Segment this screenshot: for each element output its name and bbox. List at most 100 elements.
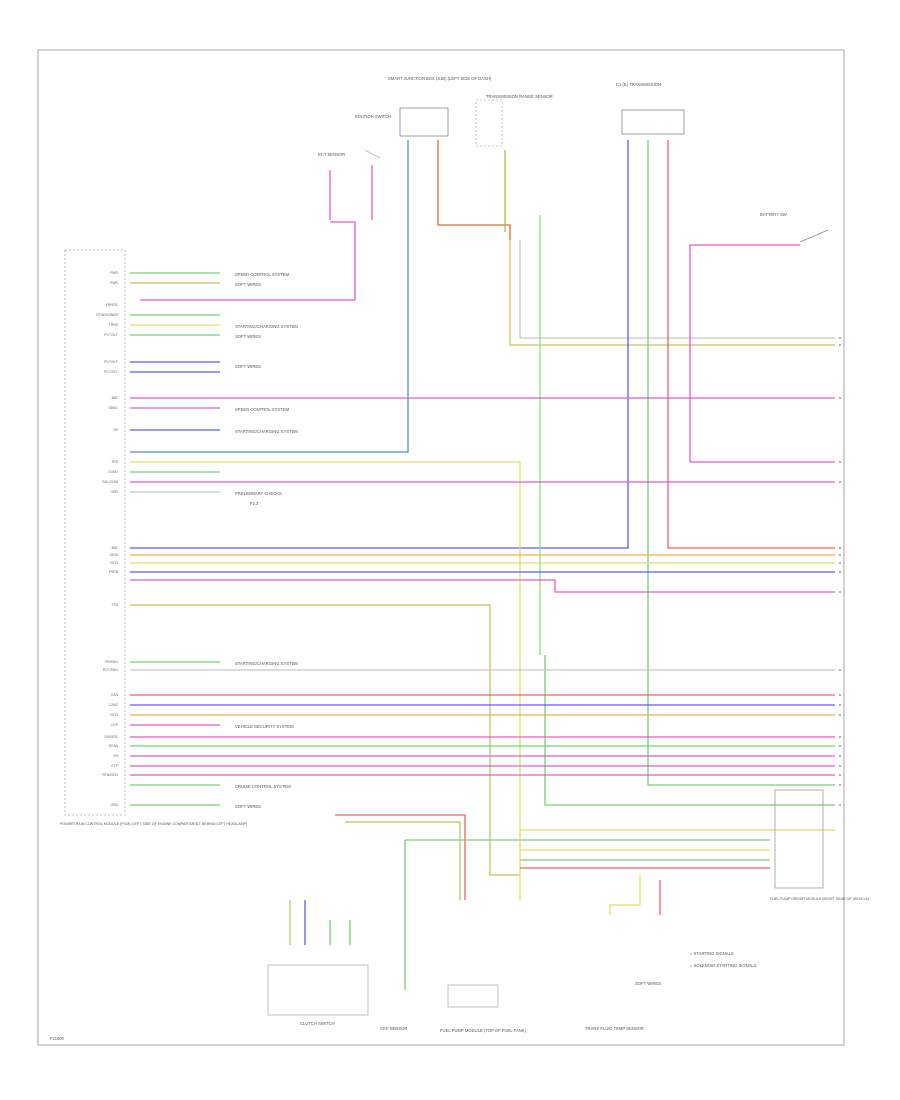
terminal-dot	[839, 774, 841, 776]
fuel-pump-driver-module: FUEL PUMP DRIVER MODULE (RIGHT REAR OF V…	[770, 789, 869, 901]
terminal-dot	[839, 344, 841, 346]
fuel-pump-driver-caption: FUEL PUMP DRIVER MODULE (RIGHT REAR OF V…	[770, 897, 869, 901]
terminal-dot	[839, 694, 841, 696]
pcm-pin-label: SOL/COM	[102, 480, 118, 484]
fuel-pump-module: FUEL PUMP MODULE (TOP OF FUEL TANK)	[440, 984, 526, 1033]
ckp-sensor-label: CKP SENSOR	[380, 1026, 407, 1031]
ref-label: STARTING/CHARGING SYSTEM	[235, 661, 298, 666]
trans-fluid-sensor-label: TRANS FLUID TEMP SENSOR	[585, 1026, 644, 1031]
terminal-dot	[839, 562, 841, 564]
ref-label: SOFT WIRES	[235, 334, 261, 339]
terminal-dot	[839, 337, 841, 339]
pcm-pin-label: SBS/L	[108, 406, 118, 410]
footer-code: F11900	[50, 1036, 65, 1041]
pcm-pin-label: VR	[113, 428, 118, 432]
pcm-pin-label: BAT	[112, 546, 118, 550]
pcm-pin-label: ISO3	[110, 561, 118, 565]
terminal-dot	[839, 784, 841, 786]
terminal-dot	[839, 547, 841, 549]
wire	[544, 655, 835, 806]
pcm-pin-label: SIG/SOL	[104, 735, 118, 739]
pcm-pin-label: CAN2	[109, 703, 118, 707]
pcm-connector	[64, 249, 126, 816]
terminal-dot	[839, 704, 841, 706]
wire-group	[130, 140, 835, 990]
ref-label: STARTING/CHARGING SYSTEM	[235, 324, 298, 329]
ref-label: VEHICLE SECURITY SYSTEM	[235, 724, 294, 729]
pcm-pin-label: GRD	[110, 490, 118, 494]
legend-item: = STARTING SIGNALS	[690, 951, 734, 956]
legend-item: = SOLENOID STARTING SIGNALS	[690, 963, 757, 968]
wire	[130, 140, 629, 549]
ref-label: CRUISE CONTROL SYSTEM	[235, 784, 291, 789]
pcm-pin-label: SCAN	[109, 744, 119, 748]
terminal-dot	[839, 591, 841, 593]
wire	[509, 240, 835, 346]
ect-sensor: ECT SENSOR	[318, 152, 345, 157]
wire	[519, 240, 835, 339]
wire	[130, 140, 409, 453]
terminal-dot	[839, 571, 841, 573]
pcm-pin-labels: PWR PWR FR/SOL RTNFB/SNSR TRNS PCT/VLT PCT/VLT…	[96, 271, 118, 807]
pcm-pin-label: PSRB	[109, 570, 119, 574]
c1-connector: C1 (E) TRANSMISSION	[616, 82, 685, 135]
clutch-switch: CLUTCH SWITCH	[267, 964, 369, 1026]
terminal-dot	[839, 765, 841, 767]
battery-switch: BATTERY SW	[760, 212, 829, 243]
pcm-pin-label: PWR	[110, 271, 118, 275]
terminal-dot	[839, 736, 841, 738]
pcm-pin-label: PCT/SNG	[103, 668, 118, 672]
pcm-pin-label: COM1	[108, 470, 118, 474]
pcm-pin-label: CAN	[111, 693, 119, 697]
ref-label: SPEED CONTROL SYSTEM	[235, 407, 290, 412]
pcm-pin-label: CTP	[111, 764, 119, 768]
wire	[667, 140, 835, 549]
pcm-pin-label: FR/SOL	[106, 303, 118, 307]
pcm-pin-label: RTNFB/SNSR	[96, 313, 118, 317]
ref-label: PRELIMINARY CHECKS	[235, 491, 282, 496]
pcm-pin-label: PWR	[110, 281, 118, 285]
smart-junction-label: SMART JUNCTION BOX (SJB) (LEFT SIDE OF D…	[388, 76, 492, 81]
diagram-frame	[37, 49, 845, 1046]
fuel-pump-module-label: FUEL PUMP MODULE (TOP OF FUEL TANK)	[440, 1028, 526, 1033]
wire	[647, 140, 835, 786]
ref-label: STARTING/CHARGING SYSTEM	[235, 429, 298, 434]
terminal-dot	[839, 481, 841, 483]
smart-junction-box: SMART JUNCTION BOX (SJB) (LEFT SIDE OF D…	[388, 76, 492, 137]
terminal-dot	[839, 745, 841, 747]
pcm-pin-label: RTN/ISO3	[102, 773, 118, 777]
wire	[140, 221, 356, 301]
pcm-pin-label: PB/SNG	[105, 660, 118, 664]
ckp-sensor: CKP SENSOR	[380, 1026, 407, 1031]
pcm-pin-label: VR	[113, 754, 118, 758]
pcm-pin-label: CKP	[111, 723, 119, 727]
clutch-switch-label: CLUTCH SWITCH	[300, 1021, 335, 1026]
pcm-pin-label: PCT/VLT	[104, 360, 118, 364]
fuse-ref: F2.3	[250, 501, 259, 506]
tr-sensor-label: TRANSMISSION RANGE SENSOR	[486, 94, 553, 99]
legend: = STARTING SIGNALS = SOLENOID STARTING S…	[690, 951, 757, 968]
terminal-dot	[839, 804, 841, 806]
wire	[689, 244, 835, 463]
soft-wires-label: SOFT WIRES	[635, 981, 661, 986]
c1-connector-label: C1 (E) TRANSMISSION	[616, 82, 661, 87]
pcm-pin-label: TSS	[111, 603, 118, 607]
terminal-dot	[839, 755, 841, 757]
ect-sensor-label: ECT SENSOR	[318, 152, 345, 157]
pcm-pin-label: PCT/VLT	[104, 370, 118, 374]
reference-labels: SPEED CONTROL SYSTEM SOFT WIRES STARTING…	[235, 272, 298, 809]
terminal-dot	[839, 554, 841, 556]
ref-label: SOFT WIRES	[235, 364, 261, 369]
terminal-dot	[839, 714, 841, 716]
terminal-dot	[839, 669, 841, 671]
pcm-pin-label: TRNS	[109, 323, 119, 327]
pcm-pin-label: IGNS	[110, 553, 119, 557]
battery-switch-label: BATTERY SW	[760, 212, 787, 217]
tr-sensor: TRANSMISSION RANGE SENSOR	[475, 94, 553, 147]
ignition-switch-label: IGNITION SWITCH	[355, 114, 391, 119]
pcm-pin-label: BAT	[112, 396, 118, 400]
ref-label: SOFT WIRES	[235, 282, 261, 287]
terminal-dot	[839, 397, 841, 399]
ignition-switch: IGNITION SWITCH	[355, 114, 391, 159]
